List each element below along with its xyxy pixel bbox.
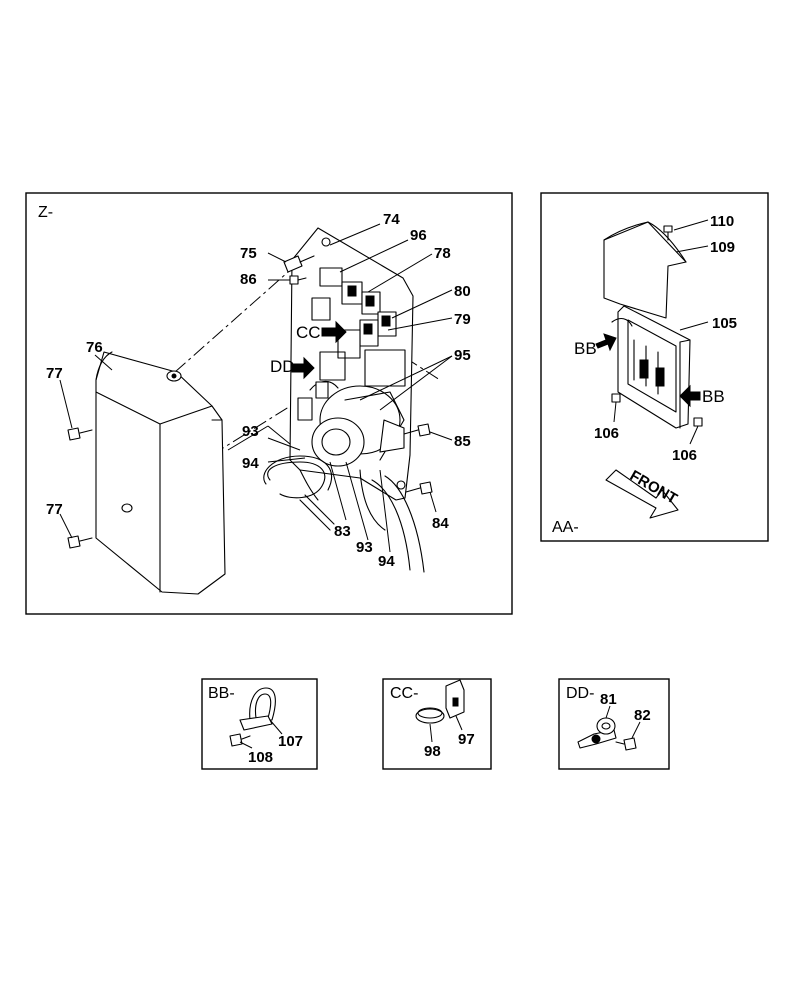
ref-arrow-cc: CC — [296, 320, 347, 344]
bolt-82 — [615, 737, 637, 751]
view-aa-label: AA- — [552, 519, 579, 536]
ref-bb-left-label: BB — [574, 339, 597, 358]
callout-105: 105 — [712, 315, 737, 332]
callout-75: 75 — [240, 245, 257, 262]
callout-93-left: 93 — [242, 423, 259, 440]
view-z-frame — [25, 192, 513, 615]
bolt-110 — [663, 225, 673, 241]
callout-94-lower: 94 — [378, 553, 395, 570]
callout-82: 82 — [634, 707, 651, 724]
view-aa-frame — [540, 192, 769, 542]
callout-86: 86 — [240, 271, 257, 288]
view-z: Z- — [25, 192, 513, 615]
view-z-label: Z- — [38, 204, 53, 221]
leaders-aa — [613, 219, 709, 445]
ref-dd-label: DD — [270, 357, 295, 376]
callout-98: 98 — [424, 743, 441, 760]
callout-85: 85 — [454, 433, 471, 450]
callout-74: 74 — [383, 211, 400, 228]
view-cc-label: CC- — [390, 685, 418, 702]
ref-arrow-bb-right: BB — [679, 384, 725, 408]
view-dd-label: DD- — [566, 685, 594, 702]
ref-arrow-dd: DD — [270, 356, 315, 380]
bolt-106-right — [693, 417, 703, 427]
clamp-107 — [239, 687, 276, 731]
callout-95: 95 — [454, 347, 471, 364]
control-box-105 — [611, 305, 691, 429]
leaders-z — [59, 223, 453, 553]
callout-93-lower: 93 — [356, 539, 373, 556]
view-dd: DD- 81 82 — [558, 678, 670, 770]
motor-assembly — [311, 385, 405, 467]
callout-78: 78 — [434, 245, 451, 262]
callout-106-right: 106 — [672, 447, 697, 464]
callout-107: 107 — [278, 733, 303, 750]
view-dd-frame — [558, 678, 670, 770]
callout-79: 79 — [454, 311, 471, 328]
cover-109 — [603, 221, 687, 319]
cover — [95, 351, 226, 595]
bolt-75 — [283, 255, 315, 273]
view-bb-label: BB- — [208, 685, 235, 702]
callout-96: 96 — [410, 227, 427, 244]
bolt-77-upper — [67, 427, 93, 441]
holder-97 — [445, 679, 465, 719]
callout-110: 110 — [710, 213, 734, 230]
view-cc-frame — [382, 678, 492, 770]
harness — [263, 455, 425, 573]
ref-bb-right-label: BB — [702, 387, 725, 406]
callout-80: 80 — [454, 283, 471, 300]
bolt-85 — [403, 423, 431, 437]
clamp-81 — [577, 717, 617, 749]
ref-cc-label: CC — [296, 323, 321, 342]
bolt-84 — [405, 481, 433, 495]
callout-77-lower: 77 — [46, 501, 63, 518]
callout-81: 81 — [600, 691, 617, 708]
callout-94-left: 94 — [242, 455, 259, 472]
ref-arrow-bb-left: BB — [574, 333, 617, 358]
callout-76: 76 — [86, 339, 103, 356]
callout-77-upper: 77 — [46, 365, 63, 382]
view-aa: AA- BB — [540, 192, 769, 542]
callout-108: 108 — [248, 749, 273, 766]
front-arrow: FRONT — [605, 467, 680, 519]
band-98 — [415, 707, 445, 724]
bolt-108 — [229, 733, 251, 747]
callout-106-left: 106 — [594, 425, 619, 442]
view-cc: CC- 98 97 — [382, 678, 492, 770]
callout-97: 97 — [458, 731, 475, 748]
callout-109: 109 — [710, 239, 735, 256]
bolt-77-lower — [67, 535, 93, 549]
view-bb-frame — [201, 678, 318, 770]
callout-83: 83 — [334, 523, 351, 540]
callout-84: 84 — [432, 515, 449, 532]
view-bb: BB- 107 108 — [201, 678, 318, 770]
bolt-106-left — [611, 393, 621, 403]
